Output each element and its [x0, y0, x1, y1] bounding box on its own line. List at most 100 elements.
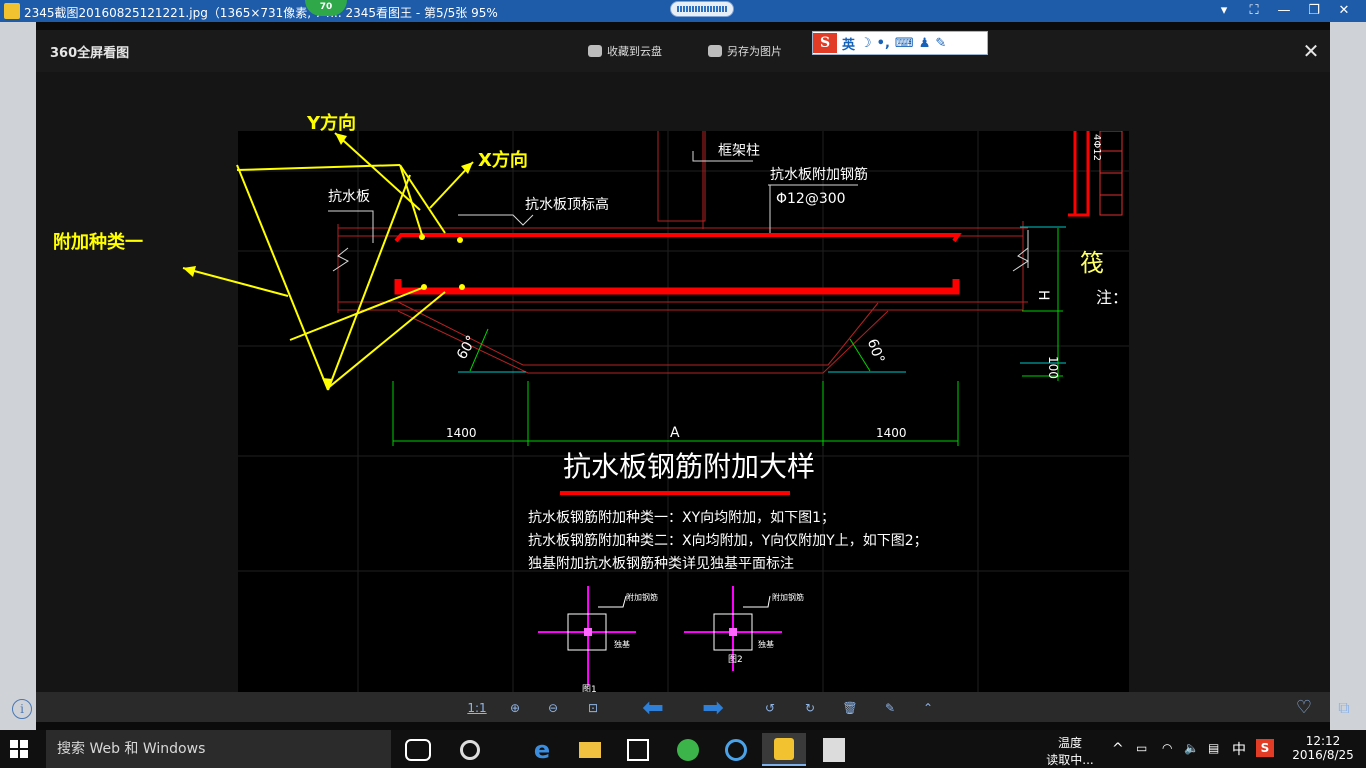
- label-type-one: 附加种类一: [53, 231, 143, 253]
- app-swirl-icon[interactable]: [714, 733, 758, 766]
- file-explorer-icon[interactable]: [568, 733, 612, 766]
- message-icon[interactable]: ▤: [1208, 741, 1220, 755]
- rotate-right-icon[interactable]: ↻: [804, 701, 816, 715]
- ime-punct-icon[interactable]: •,: [876, 35, 890, 51]
- save-as-image-button[interactable]: 另存为图片: [708, 43, 782, 59]
- zoom-out-icon[interactable]: ⊖: [547, 701, 559, 715]
- annotation-labels: Y方向 X方向 附加种类一: [53, 112, 528, 253]
- annotation-arrowheads: [183, 133, 473, 390]
- counter-badge: 70: [305, 0, 347, 16]
- clock-time: 12:12: [1305, 734, 1341, 748]
- ime-skin-icon[interactable]: ♟: [918, 35, 931, 51]
- app-icon: [4, 3, 20, 19]
- previous-image-icon[interactable]: ⬅: [642, 693, 664, 723]
- note-1: 抗水板钢筋附加种类一：XY向均附加，如下图1；: [528, 509, 835, 526]
- viewer-header: [36, 30, 1330, 72]
- label-rebar-spec: Φ12@300: [776, 191, 846, 207]
- dim-left: 1400: [446, 426, 477, 440]
- cyan-lines: [458, 226, 1066, 373]
- weather-widget[interactable]: 温度 读取中...: [1040, 734, 1100, 768]
- 360-browser-icon[interactable]: [666, 733, 710, 766]
- 2345-viewer-task[interactable]: [762, 733, 806, 766]
- edit-icon[interactable]: ✎: [884, 701, 896, 715]
- restore-button[interactable]: ❐: [1308, 3, 1320, 18]
- dim-h: H: [1035, 290, 1051, 301]
- start-button[interactable]: [10, 740, 28, 758]
- fullscreen-icon[interactable]: ⛶: [1249, 3, 1259, 18]
- weather-label: 温度: [1057, 736, 1082, 750]
- save-to-cloud-button[interactable]: 收藏到云盘: [588, 43, 662, 59]
- label-x-direction: X方向: [478, 149, 528, 171]
- rotate-left-icon[interactable]: ↺: [764, 701, 776, 715]
- ime-wrench-icon[interactable]: ✎: [935, 35, 947, 51]
- ime-keyboard-icon[interactable]: ⌨: [894, 35, 914, 51]
- ime-mode[interactable]: 英: [842, 37, 856, 53]
- note-2: 抗水板钢筋附加种类二：X向均附加，Y向仅附加Y上，如下图2；: [528, 532, 928, 549]
- close-window-button[interactable]: ✕: [1338, 3, 1350, 18]
- label-kuangjiazhu: 框架柱: [718, 143, 760, 159]
- label-right-note: 注：: [1096, 288, 1128, 307]
- ime-toolbar[interactable]: S 英 ☽ •, ⌨ ♟ ✎: [812, 31, 988, 55]
- label-right-fa: 筏: [1080, 249, 1104, 277]
- more-up-icon[interactable]: ⌃: [922, 701, 934, 715]
- tray-network-icon[interactable]: ▭: [1136, 741, 1148, 755]
- info-icon[interactable]: i: [12, 699, 32, 719]
- minimize-button[interactable]: —: [1277, 3, 1291, 18]
- task-view-icon[interactable]: [396, 733, 440, 766]
- window-titlebar: 2345截图20160825121221.jpg（1365×731像素, 74.…: [0, 0, 1366, 22]
- user-photo-task[interactable]: [812, 733, 856, 766]
- ime-language[interactable]: 中: [1232, 742, 1246, 758]
- dim-right: 1400: [876, 426, 907, 440]
- label-rebar-title: 抗水板附加钢筋: [770, 166, 868, 183]
- tray-up-icon[interactable]: ^: [1112, 741, 1124, 757]
- menu-dropdown-icon[interactable]: ▾: [1220, 3, 1228, 18]
- figure-1: 附加钢筋 独基 图1: [538, 586, 658, 695]
- rebars: [394, 131, 1090, 295]
- label-kangshuiban: 抗水板: [328, 189, 370, 205]
- sogou-tray-icon[interactable]: S: [1256, 739, 1274, 757]
- save-as-label: 另存为图片: [727, 45, 782, 58]
- grid: [238, 131, 1129, 698]
- app-browser-icon[interactable]: [448, 733, 492, 766]
- viewer-logo: 360全屏看图: [50, 46, 130, 61]
- favorite-heart-icon[interactable]: ♡: [1295, 697, 1313, 718]
- note-3: 独基附加抗水板钢筋种类详见独基平面标注: [528, 555, 794, 572]
- store-icon[interactable]: [616, 733, 660, 766]
- close-viewer-button[interactable]: ✕: [1302, 39, 1320, 63]
- angle-leaders: [469, 328, 871, 372]
- fit-screen-icon[interactable]: ⊡: [587, 701, 599, 715]
- viewer-toolbar: [36, 692, 1330, 722]
- sogou-icon: S: [813, 33, 837, 53]
- weather-status: 读取中...: [1046, 753, 1094, 767]
- fig2-base: 独基: [758, 639, 774, 649]
- dim-mid: A: [670, 425, 680, 441]
- clock[interactable]: 12:12 2016/8/25: [1288, 734, 1358, 762]
- frame-right: [1330, 22, 1366, 730]
- window-title: 2345截图20160825121221.jpg（1365×731像素, 74.…: [24, 6, 498, 20]
- next-image-icon[interactable]: ➡: [702, 693, 724, 723]
- annotation-arrows: [182, 132, 474, 391]
- folder-image-icon[interactable]: ⧉: [1338, 698, 1350, 717]
- ime-moon-icon[interactable]: ☽: [860, 35, 872, 51]
- label-top-elev: 抗水板顶标高: [525, 196, 609, 213]
- volume-icon[interactable]: 🔈: [1184, 741, 1199, 755]
- fig1-label: 图1: [582, 684, 597, 695]
- dim-100: 100: [1046, 356, 1060, 379]
- zoom-in-icon[interactable]: ⊕: [509, 701, 521, 715]
- right-detail: [1099, 131, 1123, 216]
- fig2-label: 图2: [728, 654, 743, 665]
- taskbar-search[interactable]: 搜索 Web 和 Windows: [46, 730, 391, 768]
- loading-progress: [670, 1, 734, 17]
- clock-date: 2016/8/25: [1292, 748, 1354, 762]
- cloud-icon: [588, 45, 602, 57]
- actual-size-button[interactable]: 1:1: [467, 701, 487, 715]
- fig1-base: 独基: [614, 639, 630, 649]
- save-to-cloud-label: 收藏到云盘: [607, 45, 662, 58]
- delete-icon[interactable]: 🗑: [842, 701, 858, 715]
- cad-drawing: 抗水板 框架柱 抗水板附加钢筋 Φ12@300 抗水板顶标高 60° 60° 1…: [238, 131, 1129, 698]
- edge-icon[interactable]: e: [533, 735, 551, 764]
- wifi-icon[interactable]: ◠: [1162, 741, 1173, 755]
- frame-left: [0, 22, 36, 730]
